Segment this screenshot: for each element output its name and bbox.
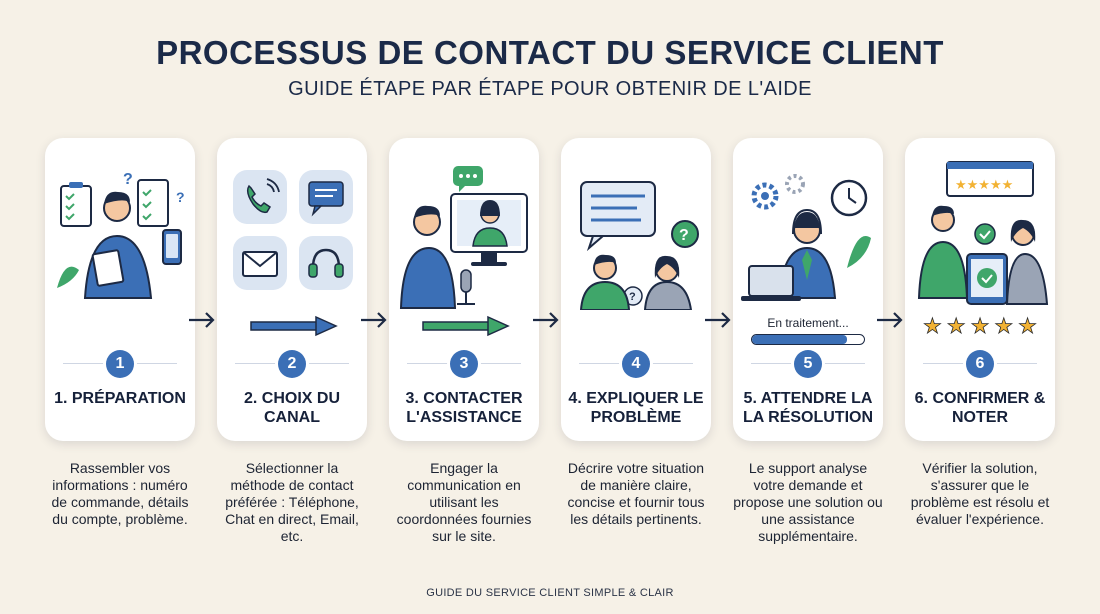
step-title: 6. CONFIRMER & NOTER — [914, 390, 1046, 426]
step-card-3: 3 3. CONTACTER L'ASSISTANCE — [389, 138, 539, 441]
step-card-2: 2 2. CHOIX DU CANAL — [217, 138, 367, 441]
step-number-badge: 1 — [106, 350, 134, 378]
step-description: Le support analyse votre demande et prop… — [733, 460, 883, 544]
support-agent-icon — [741, 174, 871, 301]
step-card-6: ★★★★★ ★★★★★ 6 6. CONFIRMER & NOTER — [905, 138, 1055, 441]
progress-label: En traitement... — [767, 316, 849, 330]
step-description: Rassembler vos informations : numéro de … — [51, 460, 189, 527]
video-call-icon — [399, 166, 528, 309]
step-title: 5. ATTENDRE LA LA RÉSOLUTION — [742, 390, 874, 426]
footer-text: GUIDE DU SERVICE CLIENT SIMPLE & CLAIR — [426, 587, 674, 599]
progress-fill — [752, 335, 848, 344]
rating-icon: ★★★★★ — [917, 161, 1049, 305]
svg-text:?: ? — [176, 189, 185, 205]
step-card-5: En traitement... 5 5. ATTENDRE LA LA RÉS… — [733, 138, 883, 441]
step-number-badge: 4 — [622, 350, 650, 378]
connector-arrow-icon — [877, 312, 903, 328]
step-description: Engager la communication en utilisant le… — [396, 460, 532, 544]
star-icon: ★ — [970, 315, 990, 338]
page-title: PROCESSUS DE CONTACT DU SERVICE CLIENT — [156, 34, 944, 71]
star-icon: ★ — [946, 315, 966, 338]
connector-arrow-icon — [705, 312, 731, 328]
step-description: Décrire votre situation de manière clair… — [567, 460, 705, 527]
step-card-1: ? ? 1 1. PRÉPARATION — [45, 138, 195, 441]
arrow-right-icon — [250, 315, 338, 337]
svg-text:?: ? — [123, 171, 133, 188]
step-number-badge: 2 — [278, 350, 306, 378]
step-title: 1. PRÉPARATION — [54, 390, 186, 407]
page-subtitle: GUIDE ÉTAPE PAR ÉTAPE POUR OBTENIR DE L'… — [288, 78, 812, 100]
arrow-right-icon — [422, 315, 510, 337]
svg-text:★★★★★: ★★★★★ — [955, 178, 1013, 193]
connector-arrow-icon — [189, 312, 215, 328]
step-title: 3. CONTACTER L'ASSISTANCE — [405, 390, 523, 426]
step-title: 4. EXPLIQUER LE PROBLÈME — [568, 390, 704, 426]
step-number-badge: 3 — [450, 350, 478, 378]
rating-stars: ★★★★★ — [923, 315, 1038, 340]
star-icon: ★ — [1018, 315, 1038, 338]
star-icon: ★ — [994, 315, 1014, 338]
star-icon: ★ — [923, 315, 943, 338]
svg-text:?: ? — [629, 291, 636, 303]
step-description: Sélectionner la méthode de contact préfé… — [225, 460, 359, 544]
connector-arrow-icon — [361, 312, 387, 328]
channels-icon — [233, 170, 353, 290]
step-number-badge: 5 — [794, 350, 822, 378]
connector-arrow-icon — [533, 312, 559, 328]
svg-text:?: ? — [679, 227, 689, 244]
documents-phone-icon: ? ? — [57, 171, 185, 299]
step-description: Vérifier la solution, s'assurer que le p… — [910, 460, 1050, 527]
conversation-icon: ? ? — [579, 181, 699, 310]
step-card-4: ? ? 4 4. EXPLIQUER LE PROBLÈME — [561, 138, 711, 441]
step-number-badge: 6 — [966, 350, 994, 378]
progress-bar — [751, 334, 865, 345]
step-title: 2. CHOIX DU CANAL — [243, 390, 340, 426]
